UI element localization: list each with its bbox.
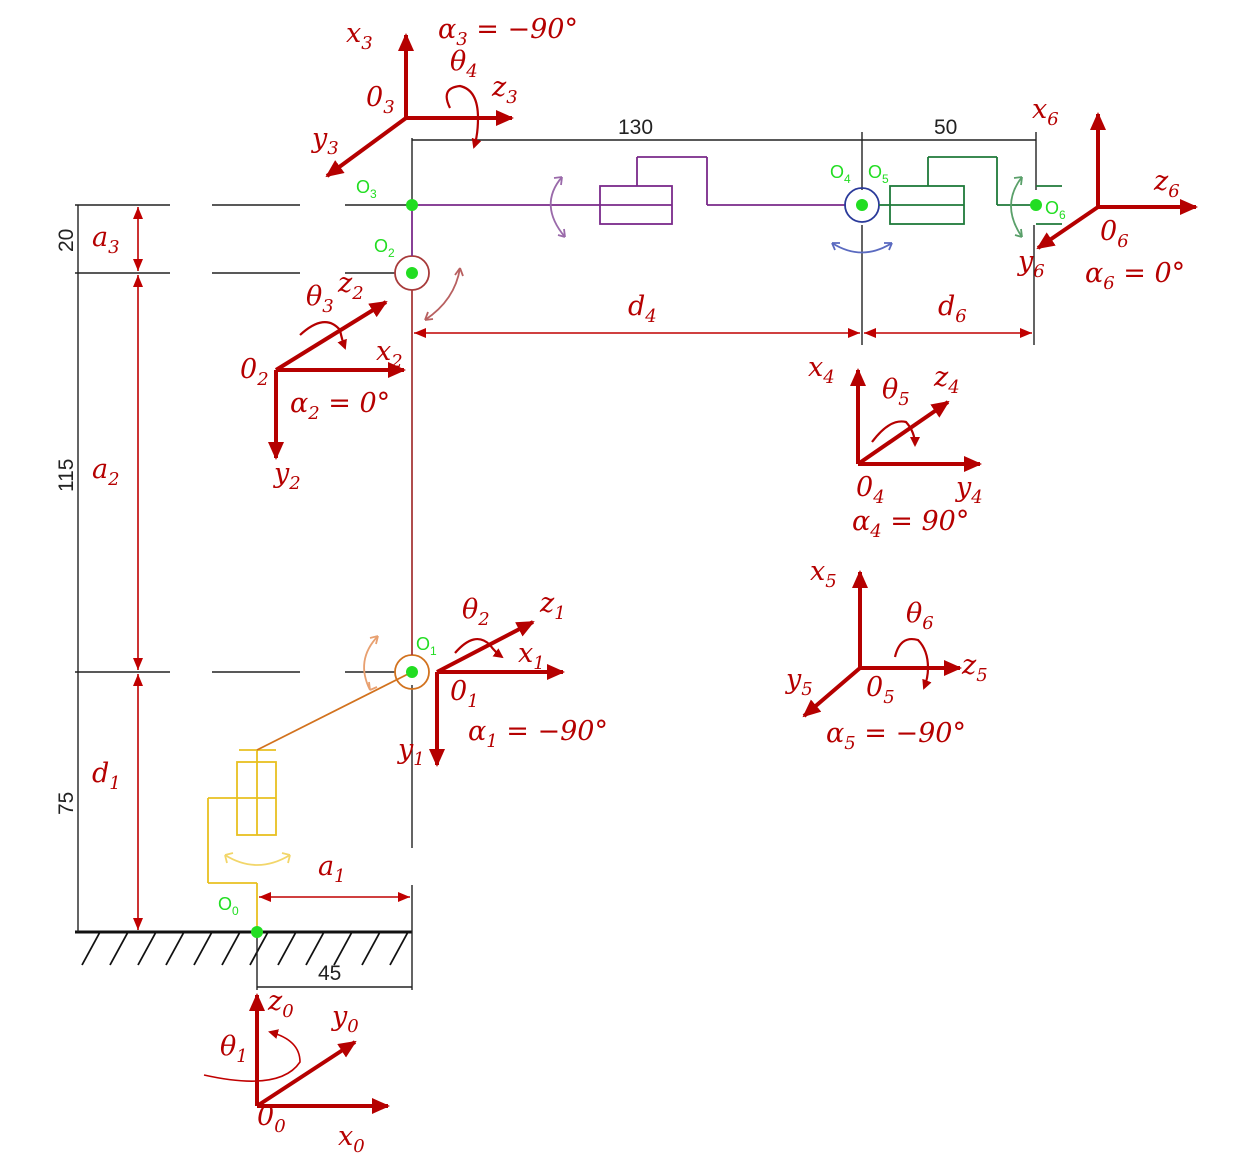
svg-text:y0: y0 — [331, 1001, 359, 1037]
origin-o3-label: O3 — [356, 177, 377, 201]
svg-text:α6 = 0°: α6 = 0° — [1085, 258, 1185, 294]
frame-6: x6 z6 y6 06 α6 = 0° — [1017, 94, 1198, 294]
svg-text:03: 03 — [366, 82, 395, 118]
svg-text:α2 = 0°: α2 = 0° — [290, 388, 390, 424]
origin-labels: O0 O1 O2 O3 O4 O5 O6 — [218, 162, 1066, 918]
svg-text:θ6: θ6 — [906, 598, 934, 634]
origin-o3-dot — [406, 199, 418, 211]
origin-o6-label: O6 — [1045, 198, 1066, 222]
svg-text:00: 00 — [257, 1101, 286, 1137]
origin-o4-label: O4 — [830, 162, 851, 186]
dim-115: 115 — [55, 459, 78, 492]
svg-text:y6: y6 — [1017, 246, 1045, 282]
svg-text:α3 = −90°: α3 = −90° — [438, 14, 578, 50]
frame-5: x5 z5 y5 05 θ6 α5 = −90° — [785, 556, 988, 754]
label-d6: d6 — [938, 291, 967, 327]
link-3 — [411, 156, 846, 256]
frame-2: z2 x2 y2 02 θ3 α2 = 0° — [240, 268, 406, 494]
origin-o0-dot — [251, 926, 263, 938]
svg-text:01: 01 — [450, 676, 479, 712]
parameter-labels: a3 a2 d1 a1 d4 d6 — [92, 222, 967, 887]
svg-text:x3: x3 — [346, 18, 373, 54]
link-5 — [879, 156, 1062, 238]
dim-50: 50 — [934, 116, 957, 139]
svg-text:x0: x0 — [338, 1121, 365, 1157]
origin-markers — [251, 199, 1042, 938]
svg-text:x1: x1 — [518, 638, 545, 674]
svg-text:x5: x5 — [810, 556, 837, 592]
frame-4: x4 z4 y4 04 θ5 α4 = 90° — [808, 352, 983, 542]
svg-text:θ1: θ1 — [220, 1031, 248, 1067]
svg-text:θ4: θ4 — [450, 46, 478, 82]
svg-text:z4: z4 — [933, 362, 960, 398]
label-d4: d4 — [628, 291, 657, 327]
origin-o1-dot — [406, 666, 418, 678]
svg-text:z2: z2 — [337, 268, 364, 304]
ground — [75, 930, 412, 966]
svg-text:x2: x2 — [376, 336, 403, 372]
svg-text:z5: z5 — [961, 650, 988, 686]
dim-130: 130 — [618, 116, 653, 139]
svg-text:θ5: θ5 — [882, 374, 910, 410]
frame-0: z0 y0 x0 00 θ1 — [203, 986, 390, 1157]
svg-text:05: 05 — [866, 672, 895, 708]
svg-text:x6: x6 — [1032, 94, 1059, 130]
frame-1: z1 x1 y1 01 θ2 α1 = −90° — [397, 588, 608, 770]
svg-text:z6: z6 — [1153, 166, 1180, 202]
dim-75: 75 — [55, 792, 78, 815]
link-base — [207, 749, 291, 932]
svg-text:z3: z3 — [491, 72, 518, 108]
svg-text:θ2: θ2 — [462, 594, 490, 630]
svg-text:06: 06 — [1100, 216, 1129, 252]
link-2 — [394, 255, 464, 655]
svg-text:x4: x4 — [808, 352, 835, 388]
label-a3: a3 — [92, 222, 120, 258]
origin-o4-dot — [856, 199, 868, 211]
dimension-labels: 130 50 45 20 115 75 — [55, 116, 957, 985]
origin-o1-label: O1 — [416, 634, 437, 658]
origin-o2-dot — [406, 267, 418, 279]
svg-text:y1: y1 — [397, 734, 425, 770]
svg-text:04: 04 — [856, 472, 885, 508]
origin-o0-label: O0 — [218, 894, 239, 918]
svg-text:z0: z0 — [267, 986, 294, 1022]
origin-o5-label: O5 — [868, 162, 889, 186]
label-a1: a1 — [318, 851, 346, 887]
frame-3: x3 z3 y3 03 θ4 α3 = −90° — [311, 14, 578, 178]
dim-45: 45 — [318, 962, 341, 985]
svg-text:θ3: θ3 — [306, 281, 334, 317]
origin-o6-dot — [1030, 199, 1042, 211]
svg-text:α5 = −90°: α5 = −90° — [826, 718, 966, 754]
svg-text:α1 = −90°: α1 = −90° — [468, 716, 608, 752]
reference-lines — [75, 132, 1037, 990]
svg-text:y4: y4 — [955, 472, 983, 508]
svg-text:y2: y2 — [273, 458, 301, 494]
svg-text:y3: y3 — [311, 123, 339, 159]
svg-text:02: 02 — [240, 354, 269, 390]
origin-o2-label: O2 — [374, 236, 395, 260]
link-1 — [256, 635, 430, 751]
svg-text:α4 = 90°: α4 = 90° — [852, 506, 969, 542]
svg-text:y5: y5 — [785, 664, 813, 700]
dim-20: 20 — [55, 229, 78, 252]
svg-text:z1: z1 — [539, 588, 566, 624]
label-a2: a2 — [92, 454, 120, 490]
label-d1: d1 — [92, 758, 121, 794]
parameter-arrows — [133, 207, 1032, 930]
